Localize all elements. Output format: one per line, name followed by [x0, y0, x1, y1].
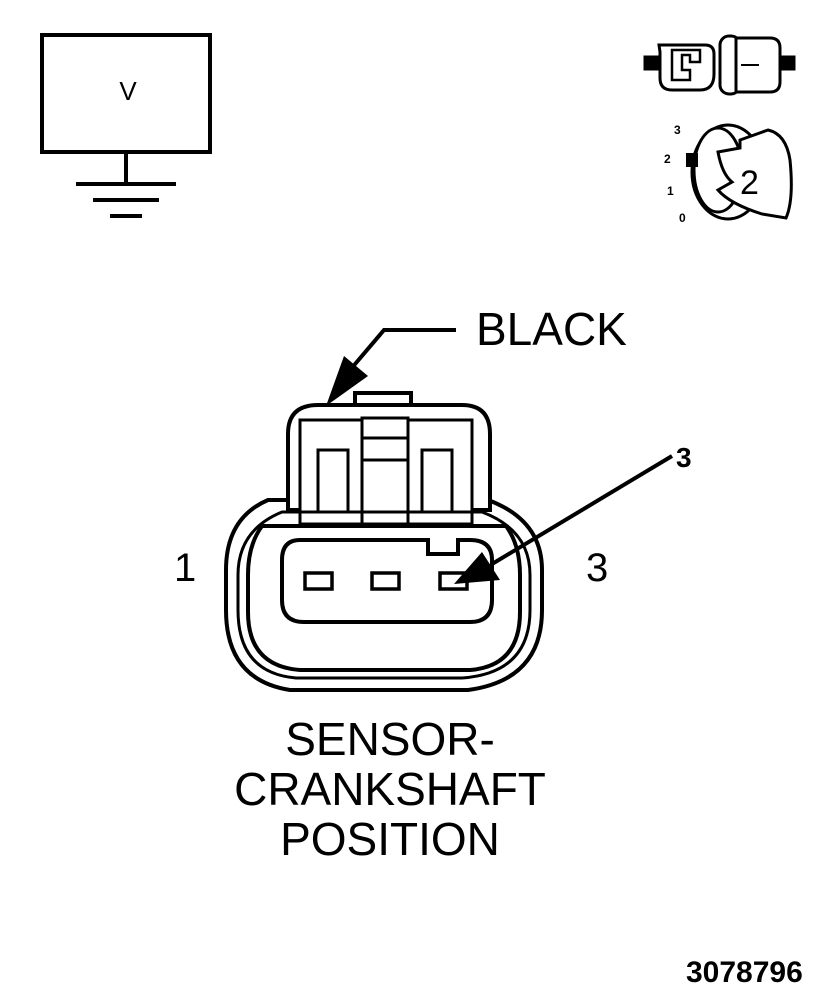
ignition-position-3-label: 3: [674, 123, 681, 137]
pin-1-label: 1: [174, 546, 197, 590]
ignition-position-1-label: 1: [667, 184, 674, 198]
color-leader-arrow: [326, 328, 456, 406]
connector-title: SENSOR- CRANKSHAFT POSITION: [180, 714, 600, 864]
ignition-key-number: 2: [740, 164, 759, 202]
pin-3-label: 3: [586, 546, 609, 590]
title-line-1: SENSOR-: [285, 713, 495, 765]
cavity-2: [370, 571, 401, 591]
ignition-position-0-label: 0: [679, 211, 686, 225]
figure-number: 3078796: [686, 956, 803, 989]
voltmeter-icon: [40, 33, 212, 218]
ignition-key-icon: [715, 128, 793, 220]
connector-body: [224, 391, 544, 692]
connector-color-label: BLACK: [476, 303, 627, 355]
cavity-callout-arrow: [454, 454, 674, 584]
connector-cavities: [303, 571, 469, 591]
cavity-1: [303, 571, 334, 591]
cavity-callout-label: 3: [676, 442, 692, 473]
voltmeter-label: V: [119, 76, 137, 106]
unplugged-connector-icon: [643, 34, 796, 96]
title-line-3: POSITION: [280, 813, 500, 865]
title-line-2: CRANKSHAFT: [234, 763, 546, 815]
ignition-position-2-label: 2: [664, 152, 671, 166]
